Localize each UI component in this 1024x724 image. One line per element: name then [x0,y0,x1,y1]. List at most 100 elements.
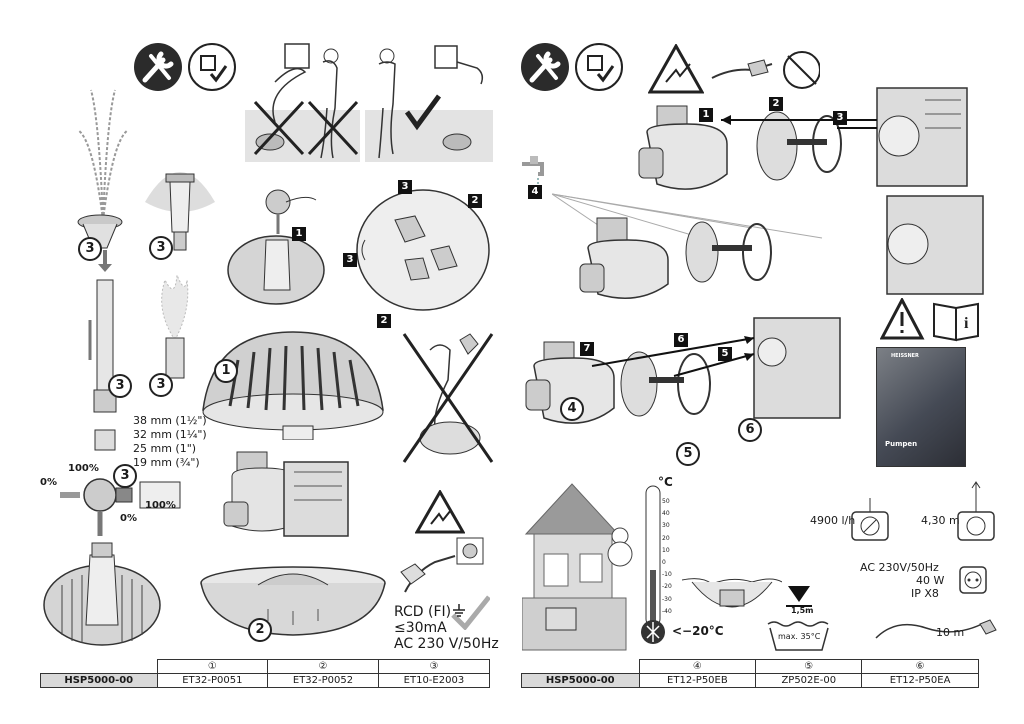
tick-minus-10: -10 [662,571,672,579]
parts-table-left: ① ② ③ HSP5000-00 ET32-P0051 ET32-P0052 E… [40,659,491,688]
left-page: 3 3 3 3 38 mm (1½") 32 mm (1¼") 25 mm (1… [40,43,499,688]
voltage-label: AC 230 V/50Hz [394,636,499,652]
step-box-2-right: 2 [468,194,482,208]
max-water-temp-label: max. 35°C [778,632,821,641]
part-callout-5: 5 [676,442,700,466]
step-box-2-right-page: 2 [769,97,783,111]
manual-title: Pumpen [885,440,918,448]
parts-table-model: HSP5000-00 [40,673,158,688]
parts-table-header-4: ④ [638,659,757,674]
tube-size-32mm: 32 mm (1¼") [133,428,207,441]
warning-read-manual-icons: i [880,298,979,342]
do-not-clean-hose-illustration [402,333,494,463]
water-temperature-icon [767,621,829,651]
depth-marker-icon [786,586,812,607]
parts-table-value-4: ET12-P50EB [638,673,757,688]
no-plug-cleaning-icon [711,51,820,89]
tick-minus-30: -30 [662,595,672,603]
flow-rate-icon [851,498,889,541]
voltage-spec-label: AC 230V/50Hz [860,561,939,574]
part-callout-3-foam: 3 [149,373,173,397]
unplug-check-icon [575,43,623,91]
step-box-3-left: 3 [343,253,357,267]
filter-dome-part-1 [202,331,384,440]
flow-label-100-top: 100% [68,463,99,474]
pump-exploded-view-bottom [525,317,841,424]
part-callout-2-base: 2 [248,618,272,642]
tube-size-25mm: 25 mm (1") [133,442,197,455]
electrical-warning-triangle [648,44,704,94]
part-callout-3-pipe: 3 [108,374,132,398]
step-box-6: 6 [674,333,688,347]
parts-table-header-1: ① [156,659,269,674]
flow-label-0-left: 0% [40,477,57,488]
step-box-2-bottom: 2 [377,314,391,328]
tick-10: 10 [662,546,670,554]
parts-table-value-5: ZP502E-00 [755,673,863,688]
svg-text:i: i [964,315,969,332]
parts-table-value-1: ET32-P0051 [156,673,269,688]
head-height-label: 4,30 m [921,514,960,527]
tick-minus-20: -20 [662,583,672,591]
rcd-current-label: ≤30mA [394,620,447,636]
min-temp-label: <−20°C [672,624,724,638]
parts-table-header-3: ③ [377,659,491,674]
wrench-icon [521,43,569,91]
tick-30: 30 [662,522,670,530]
diverter-valve [60,478,181,536]
step-box-4: 4 [528,185,542,199]
check-mark-icon [451,595,490,630]
power-spec-label: 40 W [916,574,945,587]
filter-basket-top-view [227,189,325,305]
part-callout-3-valve: 3 [113,464,137,488]
step-box-3-top: 3 [398,180,412,194]
pump-parts-rinse-view [552,193,984,299]
ip-rating-label: IP X8 [911,587,939,600]
thermometer-ticks: 50 40 30 20 10 0 -10 -20 -30 -40 [662,496,672,618]
thermometer [641,485,665,644]
filter-base-part-2 [200,566,386,636]
parts-table-header-2: ② [267,659,379,674]
power-cable-icon [875,619,997,639]
part-callout-6: 6 [738,418,762,442]
parts-table-value-6: ET12-P50EA [861,673,979,688]
flow-rate-label: 4900 l/h [810,514,856,527]
parts-table-header-6: ⑥ [861,659,979,674]
part-callout-3-nozzle: 3 [78,237,102,261]
wrench-icon [134,43,182,91]
depth-label: 1,5m [791,606,814,615]
person-in-pond-forbidden-illustration [245,43,360,162]
part-callout-4: 4 [560,397,584,421]
unplug-check-icon [188,43,236,91]
flow-label-100-right: 100% [145,500,176,511]
foam-jet-nozzle-illustration [161,274,189,379]
tube-size-19mm: 19 mm (¾") [133,456,200,469]
bell-nozzle-illustration [145,172,215,251]
tick-50: 50 [662,498,670,505]
head-height-icon [957,481,995,541]
thermometer-unit: °C [658,475,673,489]
parts-table-value-2: ET32-P0052 [267,673,379,688]
step-box-5: 5 [718,347,732,361]
electrical-warning-triangle [415,490,465,534]
tick-minus-40: -40 [662,607,672,615]
cable-length-label: 10 m [936,626,965,639]
tube-size-38mm: 38 mm (1½") [133,414,207,427]
fountain-spray-illustration [77,89,129,220]
step-box-1-right: 1 [699,108,713,122]
part-callout-1-dome: 1 [214,359,238,383]
telescopic-pipe [88,250,117,451]
step-box-7: 7 [580,342,594,356]
parts-table-value-3: ET10-E2003 [377,673,491,688]
manual-cover: HEISSNER Pumpen [876,347,966,467]
flow-label-0-bottom: 0% [120,513,137,524]
part-callout-3-bell: 3 [149,236,173,260]
tick-20: 20 [662,534,670,542]
rcd-label: RCD (FI) [394,604,452,620]
ground-symbol-icon [453,604,465,617]
winter-storage-house-illustration [522,483,633,651]
step-box-3-right-page: 3 [833,111,847,125]
parts-table-right: ④ ⑤ ⑥ HSP5000-00 ET12-P50EB ZP502E-00 ET… [521,659,979,688]
pump-exploded-view-top [638,87,968,190]
pond-pump-illustration [682,578,782,608]
